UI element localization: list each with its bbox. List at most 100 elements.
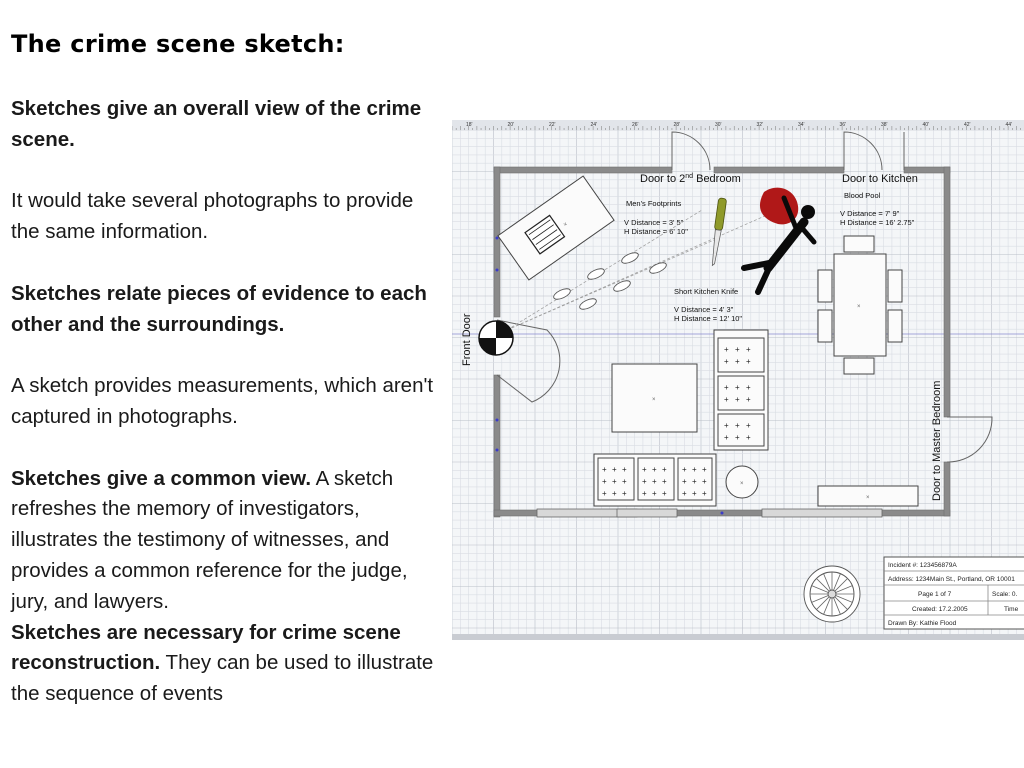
sofa-cushion-marks: ++++++++++++++++++: [724, 345, 751, 442]
top-ruler: 18'20'22'24'26'28'30'32'34'36'38'40'42'4…: [452, 120, 1024, 130]
svg-text:+: +: [724, 383, 729, 392]
svg-text:+: +: [622, 489, 627, 498]
window-frames: [536, 508, 883, 518]
svg-text:+: +: [746, 383, 751, 392]
label-door-kitchen: Door to Kitchen: [842, 173, 918, 185]
label-door-master-bedroom: Door to Master Bedroom: [931, 381, 943, 501]
round-table: ×: [725, 465, 759, 499]
evidence-blood-pool-label: Blood Pool V Distance = 7' 9" H Distance…: [840, 191, 915, 227]
svg-text:+: +: [746, 345, 751, 354]
svg-text:+: +: [724, 345, 729, 354]
svg-text:+: +: [746, 421, 751, 430]
svg-text:Blood Pool: Blood Pool: [844, 191, 881, 200]
svg-text:+: +: [702, 465, 707, 474]
ruler-tick-label: 42': [964, 122, 971, 128]
svg-text:+: +: [735, 433, 740, 442]
label-front-door: Front Door: [461, 313, 473, 366]
front-door-marker-icon: [478, 320, 514, 356]
ruler-tick-label: 34': [798, 122, 805, 128]
sofa-horizontal: [593, 453, 717, 507]
title-block-page: Page 1 of 7: [918, 591, 952, 598]
ruler-tick-label: 30': [715, 122, 722, 128]
svg-text:V Distance = 4' 3": V Distance = 4' 3": [674, 305, 734, 314]
svg-text:V Distance = 7' 9": V Distance = 7' 9": [840, 209, 900, 218]
svg-text:H Distance = 6' 10": H Distance = 6' 10": [624, 227, 688, 236]
coffee-table: ×: [611, 363, 698, 433]
svg-text:+: +: [735, 357, 740, 366]
paragraph-overall-view: Sketches give an overall view of the cri…: [11, 94, 441, 156]
ruler-tick-label: 40': [923, 122, 930, 128]
svg-text:+: +: [724, 357, 729, 366]
svg-text:+: +: [702, 477, 707, 486]
paragraph-measurements: A sketch provides measurements, which ar…: [11, 374, 434, 428]
tilted-furniture: ×: [497, 175, 615, 281]
crime-scene-floor-plan: 18'20'22'24'26'28'30'32'34'36'38'40'42'4…: [452, 120, 1024, 640]
svg-text:+: +: [612, 465, 617, 474]
bold-text: Sketches are necessary for crime scene r…: [11, 620, 401, 675]
sofa-vertical: [713, 329, 769, 451]
paragraph-relate-evidence: Sketches relate pieces of evidence to ea…: [11, 279, 441, 341]
title-block-created: Created: 17.2.2005: [912, 606, 968, 613]
svg-text:+: +: [612, 489, 617, 498]
svg-text:+: +: [724, 421, 729, 430]
svg-text:+: +: [692, 489, 697, 498]
ruler-tick-label: 38': [881, 122, 888, 128]
title-block-incident: Incident #: 123456879A: [888, 562, 957, 569]
ruler-tick-label: 26': [632, 122, 639, 128]
svg-text:+: +: [735, 421, 740, 430]
title-block-time: Time: [1004, 606, 1019, 613]
title-block-address: Address: 1234Main St., Portland, OR 1000…: [888, 576, 1015, 583]
footprints: [553, 252, 667, 310]
svg-text:×: ×: [652, 397, 656, 403]
body-outline-icon: [741, 195, 817, 295]
sofa-cushion-marks: +++++++++++++++++++++++++++: [602, 465, 707, 498]
ruler-tick-label: 44': [1006, 122, 1013, 128]
paragraph-photographs: It would take several photographs to pro…: [11, 189, 414, 244]
svg-text:+: +: [692, 477, 697, 486]
svg-text:+: +: [682, 489, 687, 498]
svg-text:+: +: [642, 465, 647, 474]
evidence-knife-label: Short Kitchen Knife V Distance = 4' 3" H…: [674, 287, 742, 323]
svg-text:+: +: [735, 345, 740, 354]
svg-text:+: +: [735, 383, 740, 392]
svg-text:+: +: [724, 433, 729, 442]
ruler-tick-label: 22': [549, 122, 556, 128]
cabinet: ×: [817, 485, 919, 507]
svg-text:+: +: [652, 465, 657, 474]
svg-text:+: +: [662, 489, 667, 498]
door-swings: [496, 131, 993, 463]
svg-text:+: +: [746, 433, 751, 442]
svg-text:+: +: [652, 489, 657, 498]
svg-text:+: +: [642, 477, 647, 486]
evidence-footprints-label: Men's Footprints V Distance = 3' 5" H Di…: [624, 199, 688, 236]
svg-text:+: +: [602, 489, 607, 498]
title-block: Incident #: 123456879A Address: 1234Main…: [883, 556, 1024, 630]
svg-text:+: +: [662, 477, 667, 486]
svg-text:+: +: [682, 477, 687, 486]
svg-text:+: +: [724, 395, 729, 404]
svg-text:+: +: [662, 465, 667, 474]
svg-text:V Distance = 3' 5": V Distance = 3' 5": [624, 218, 684, 227]
svg-text:H Distance = 12' 10": H Distance = 12' 10": [674, 314, 742, 323]
svg-text:+: +: [602, 465, 607, 474]
svg-text:×: ×: [563, 221, 570, 228]
ruler-tick-label: 32': [757, 122, 764, 128]
svg-text:×: ×: [857, 304, 861, 310]
svg-text:Men's Footprints: Men's Footprints: [626, 199, 681, 208]
spiral-staircase-icon: [803, 565, 861, 623]
title-block-scale: Scale: 0.: [992, 591, 1017, 598]
knife-icon: [711, 197, 727, 267]
svg-text:×: ×: [740, 481, 744, 487]
bold-text: Sketches relate pieces of evidence to ea…: [11, 281, 427, 336]
title-block-drawn-by: Drawn By: Kathie Flood: [888, 620, 957, 627]
body-text: A sketch refreshes the memory of investi…: [11, 466, 408, 613]
ruler-tick-label: 20': [508, 122, 515, 128]
svg-text:Short Kitchen Knife: Short Kitchen Knife: [674, 287, 738, 296]
svg-text:+: +: [746, 395, 751, 404]
ruler-tick-label: 36': [840, 122, 847, 128]
ruler-tick-label: 28': [674, 122, 681, 128]
svg-text:+: +: [622, 465, 627, 474]
svg-text:×: ×: [866, 495, 870, 501]
svg-text:+: +: [692, 465, 697, 474]
svg-text:+: +: [612, 477, 617, 486]
